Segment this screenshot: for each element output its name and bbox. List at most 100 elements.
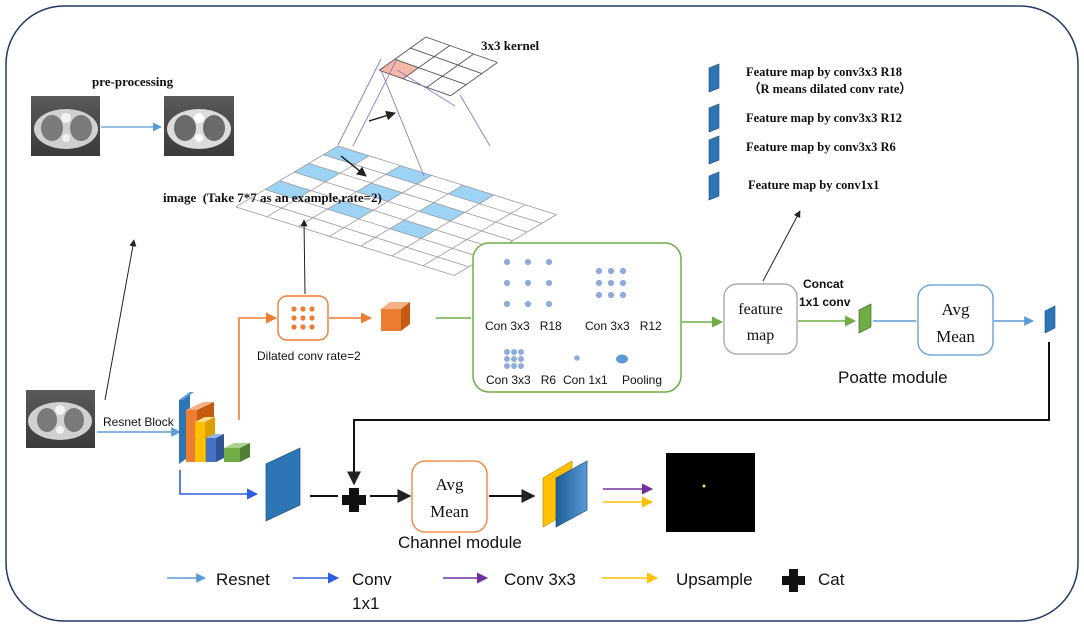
dilated-dot — [291, 324, 297, 330]
legend-conv-label-2: 1x1 — [352, 594, 379, 613]
kernel-grid — [378, 36, 498, 97]
feature-legend: Feature map by conv3x3 R18 （R means dila… — [708, 63, 912, 201]
kernel-title: 3x3 kernel — [481, 38, 540, 53]
aspp-dot-r18 — [545, 258, 553, 266]
dilated-dot — [309, 306, 315, 312]
aspp-dot-r18 — [503, 300, 511, 308]
legend-conv3x3-label: Conv 3x3 — [504, 570, 576, 589]
aspp-dot-r18 — [524, 279, 532, 287]
cat-plus-icon — [342, 488, 366, 512]
aspp-dot-r18 — [524, 300, 532, 308]
grid-line — [323, 154, 542, 224]
segmentation-lesion — [702, 484, 706, 488]
kernel-grid-line — [426, 53, 474, 88]
aspp-r12-label: Con 3x3 R12 — [585, 319, 662, 333]
preprocessing-title: pre-processing — [92, 74, 174, 89]
aspp-dot-r12 — [607, 267, 615, 275]
concat-line1: Concat — [803, 277, 844, 291]
image-caption: image (Take 7*7 as an example,rate=2) — [163, 190, 382, 205]
kernel-grid-line — [394, 58, 467, 86]
legend-cat-label: Cat — [818, 570, 845, 589]
aspp-dot-c1 — [574, 355, 580, 361]
dilated-dot — [309, 324, 315, 330]
aspp-dot-r12 — [595, 291, 603, 299]
aspp-dot-r6 — [511, 349, 517, 355]
dilated-sample-cell — [327, 200, 374, 219]
kernel-highlight-cell — [379, 59, 419, 79]
poatte-output-slab — [1044, 305, 1056, 334]
grid-line — [337, 145, 557, 215]
dilated-sample-cell — [385, 165, 432, 185]
ct-image-raw — [31, 96, 100, 156]
dilated-sample-cell — [323, 146, 370, 165]
aspp-dot-r18 — [545, 300, 553, 308]
dilated-dot — [291, 306, 297, 312]
grid-line — [391, 194, 495, 257]
aspp-pool-label: Pooling — [622, 373, 662, 387]
channel-module-label: Channel module — [398, 533, 522, 552]
legend-r18: Feature map by conv3x3 R18 — [746, 65, 902, 79]
resnet-to-dilated-arrow — [238, 312, 278, 420]
grid-line — [422, 204, 526, 267]
legend-resnet-label: Resnet — [216, 570, 270, 589]
aspp-dot-r12 — [607, 279, 615, 287]
aspp-dot-r12 — [619, 291, 627, 299]
channel-mean: Mean — [430, 502, 469, 521]
aspp-dot-r6 — [518, 349, 524, 355]
feature-map-line2: map — [747, 327, 775, 344]
aspp-dot-r18 — [503, 258, 511, 266]
input-to-preprocessing-arrow — [104, 239, 137, 401]
dilated-dot — [309, 315, 315, 321]
output-slabs — [542, 460, 588, 528]
poatte-avg: Avg — [941, 300, 970, 319]
grid-line — [297, 165, 401, 227]
poatte-avg-mean-box — [917, 284, 994, 356]
outer-frame — [5, 5, 1079, 622]
kernel-grid-line — [410, 47, 482, 75]
grid-line — [294, 171, 513, 242]
ct-image-processed — [164, 96, 234, 156]
aspp-dot-r12 — [607, 291, 615, 299]
poatte-module-label: Poatte module — [838, 368, 948, 387]
feature-slab-r12 — [708, 103, 720, 133]
resnet-to-conv1x1-arrow — [179, 470, 259, 500]
dilated-sample-cell — [389, 220, 436, 239]
dilated-sample-cell — [448, 185, 494, 204]
aspp-c1-label: Con 1x1 — [563, 373, 608, 387]
dilated-conv-label: Dilated conv rate=2 — [257, 349, 361, 363]
dilated-dot — [300, 315, 306, 321]
aspp-r6-label: Con 3x3 R6 — [486, 373, 556, 387]
grid-line — [266, 155, 370, 218]
poatte-mean: Mean — [936, 327, 975, 346]
legend-conv1x1: Feature map by conv1x1 — [748, 178, 879, 192]
grid-line — [264, 189, 484, 259]
aspp-pooling-dot — [616, 354, 628, 364]
aspp-dot-r6 — [504, 349, 510, 355]
legend-cat-plus-icon — [782, 569, 805, 592]
aspp-dot-r6 — [518, 356, 524, 362]
kernel-grid-line — [425, 36, 498, 63]
feature-slab-r18 — [708, 63, 720, 93]
grid-line — [235, 206, 455, 276]
feature-slab-r6 — [708, 135, 720, 165]
aspp-box — [472, 242, 682, 393]
aspp-dot-r6 — [511, 363, 517, 369]
grid-line — [360, 184, 464, 247]
dilated-sample-cell — [294, 163, 340, 182]
kernel-grid-line — [402, 45, 451, 80]
aspp-r18-label: Con 3x3 R18 — [485, 319, 562, 333]
aspp-dot-r6 — [511, 356, 517, 362]
grid-line — [308, 163, 528, 233]
grid-line — [329, 175, 432, 237]
segmentation-output — [666, 453, 755, 532]
kernel-grid-line — [379, 69, 451, 97]
feature-slab-conv1x1 — [708, 171, 720, 201]
concat-line2: 1x1 conv — [799, 295, 851, 309]
feature-cube — [381, 302, 410, 331]
aspp-dot-r6 — [504, 356, 510, 362]
concat-slab — [858, 303, 872, 334]
grid-line — [279, 180, 499, 250]
aspp-dot-r18 — [545, 279, 553, 287]
projection-lines — [337, 58, 491, 177]
